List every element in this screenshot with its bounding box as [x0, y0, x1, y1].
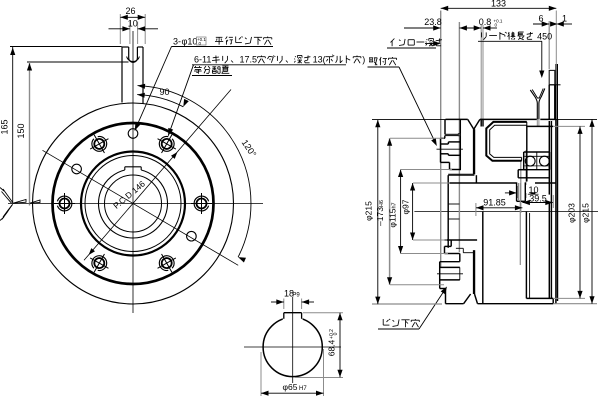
svg-text:φ215: φ215	[364, 201, 374, 221]
svg-text:H7: H7	[299, 386, 307, 392]
svg-text:150: 150	[16, 123, 26, 138]
svg-text:P9: P9	[292, 293, 300, 299]
svg-text:26: 26	[125, 6, 135, 16]
svg-text:1: 1	[562, 14, 567, 24]
svg-text:13(: 13(	[313, 55, 326, 65]
svg-text:φ203: φ203	[567, 203, 577, 223]
svg-text:91.85: 91.85	[483, 198, 506, 208]
svg-text:φ97: φ97	[401, 199, 411, 214]
svg-text:450: 450	[537, 32, 552, 42]
svg-text:): )	[362, 55, 365, 65]
svg-text:6: 6	[538, 14, 543, 24]
svg-text:φ65: φ65	[283, 382, 298, 392]
svg-text:0: 0	[333, 332, 339, 335]
svg-text:3-: 3-	[173, 37, 181, 47]
svg-text:6-11: 6-11	[194, 55, 211, 65]
svg-text:0.8: 0.8	[479, 17, 492, 27]
svg-text:133: 133	[491, 0, 506, 9]
svg-text:17.5: 17.5	[240, 55, 258, 65]
svg-text:68.4: 68.4	[327, 339, 337, 356]
svg-text:39.5: 39.5	[529, 194, 547, 204]
svg-text:23.8: 23.8	[424, 17, 442, 27]
svg-text:φ215: φ215	[581, 203, 591, 223]
svg-text:φ10: φ10	[182, 37, 198, 47]
svg-text:165: 165	[0, 119, 10, 134]
svg-text:10: 10	[128, 18, 138, 28]
